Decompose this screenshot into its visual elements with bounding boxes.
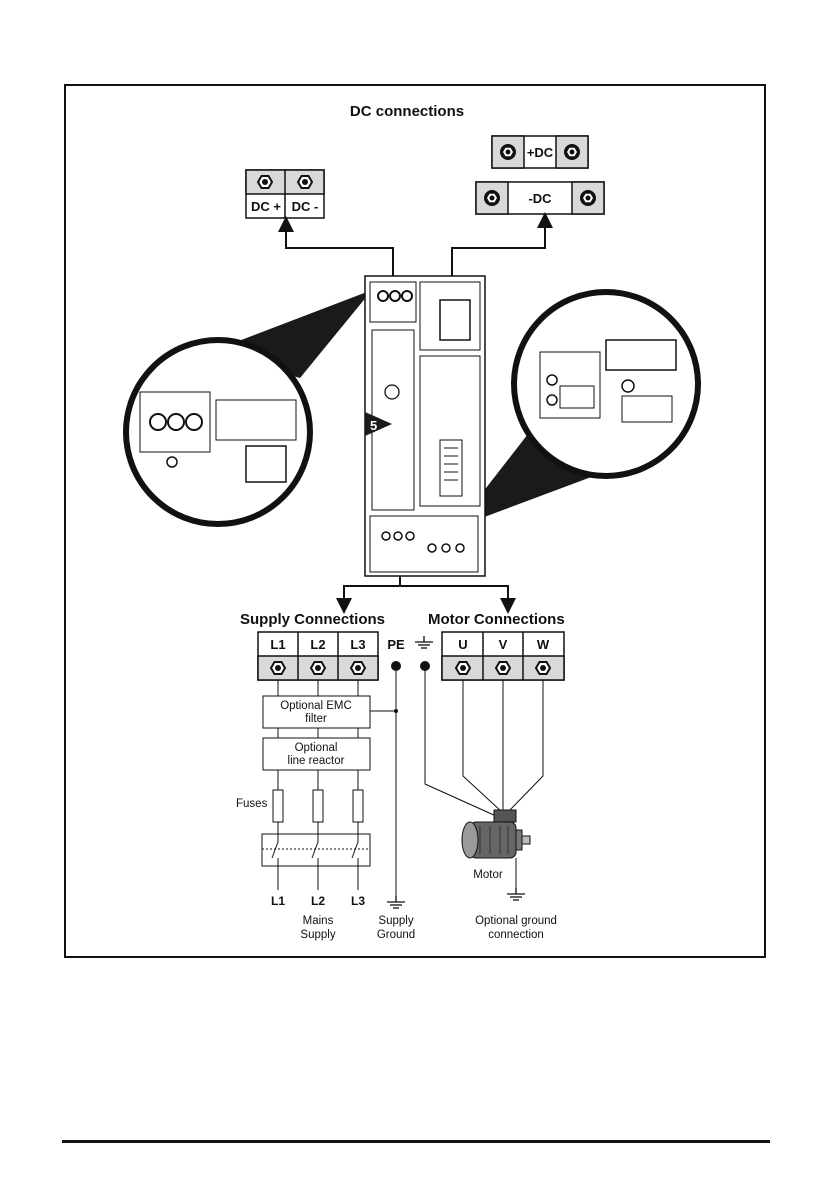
fuse-l3-icon <box>353 790 363 822</box>
minus-dc-label: -DC <box>528 191 552 206</box>
dc-right-arrow <box>452 220 545 276</box>
motor-ground-icon <box>507 888 525 900</box>
emc-filter-label-1: Optional EMC <box>280 700 352 712</box>
supply-ground-label-1: Supply <box>378 915 413 927</box>
supply-terminal-l3-label: L3 <box>350 637 365 652</box>
zoom-circle-dc-terminals <box>126 340 310 524</box>
motor-connections-title: Motor Connections <box>428 611 565 628</box>
optional-ground-label-1: Optional ground <box>475 915 557 927</box>
l2-terminal-nut-icon <box>311 662 325 674</box>
supply-ground-icon <box>387 896 405 908</box>
plus-dc-screw-icon <box>564 144 580 160</box>
supply-ground-label-2: Ground <box>377 929 415 941</box>
line-reactor-label-2: line reactor <box>288 755 345 767</box>
dc-minus-terminal-nut-icon <box>298 176 312 188</box>
emc-filter-label-2: filter <box>305 713 327 725</box>
plus-dc-label: +DC <box>527 145 554 160</box>
pe-terminal-dot <box>391 661 401 671</box>
drive-unit: 5 <box>365 276 485 576</box>
minus-dc-screw-icon <box>484 190 500 206</box>
motor-arrow <box>400 586 508 606</box>
motor-terminal-u-label: U <box>458 637 467 652</box>
dc-minus-label: DC - <box>292 199 319 214</box>
dc-terminal-block-right: +DC -DC <box>476 136 604 214</box>
pe-label: PE <box>387 637 405 652</box>
supply-terminal-l1-label: L1 <box>270 637 285 652</box>
motor-terminal-block: U V W <box>442 632 564 680</box>
motor-ground-terminal-dot <box>420 661 430 671</box>
motor-icon <box>462 810 530 858</box>
motor-terminal-v-label: V <box>499 637 508 652</box>
dc-plus-label: DC + <box>251 199 281 214</box>
mains-supply-label-2: Supply <box>300 929 335 941</box>
supply-connections-title: Supply Connections <box>240 611 385 628</box>
dc-connections-title: DC connections <box>350 103 464 120</box>
mains-l3-label: L3 <box>351 894 365 908</box>
dc-plus-terminal-nut-icon <box>258 176 272 188</box>
zoom-circle-ac-terminals <box>514 292 698 476</box>
mains-l2-label: L2 <box>311 894 325 908</box>
motor-label: Motor <box>473 869 503 881</box>
fuses-label: Fuses <box>236 798 268 810</box>
earth-ground-icon <box>415 636 433 648</box>
motor-terminal-w-label: W <box>537 637 550 652</box>
isolator-switch <box>262 834 370 866</box>
minus-dc-screw-icon <box>580 190 596 206</box>
supply-terminal-l2-label: L2 <box>310 637 325 652</box>
w-terminal-nut-icon <box>536 662 550 674</box>
dc-left-arrow <box>286 224 393 276</box>
motor-wiring <box>425 671 543 816</box>
optional-ground-label-2: connection <box>488 929 544 941</box>
drive-size-number: 5 <box>370 418 377 433</box>
line-reactor-label-1: Optional <box>295 742 338 754</box>
l1-terminal-nut-icon <box>271 662 285 674</box>
supply-arrow <box>344 576 400 606</box>
dc-terminal-block-left: DC + DC - <box>246 170 324 218</box>
u-terminal-nut-icon <box>456 662 470 674</box>
plus-dc-screw-icon <box>500 144 516 160</box>
v-terminal-nut-icon <box>496 662 510 674</box>
supply-terminal-block: L1 L2 L3 <box>258 632 378 680</box>
l3-terminal-nut-icon <box>351 662 365 674</box>
fuse-l1-icon <box>273 790 283 822</box>
mains-supply-label-1: Mains <box>303 915 334 927</box>
footer-rule <box>62 1140 770 1143</box>
mains-l1-label: L1 <box>271 894 285 908</box>
fuse-l2-icon <box>313 790 323 822</box>
